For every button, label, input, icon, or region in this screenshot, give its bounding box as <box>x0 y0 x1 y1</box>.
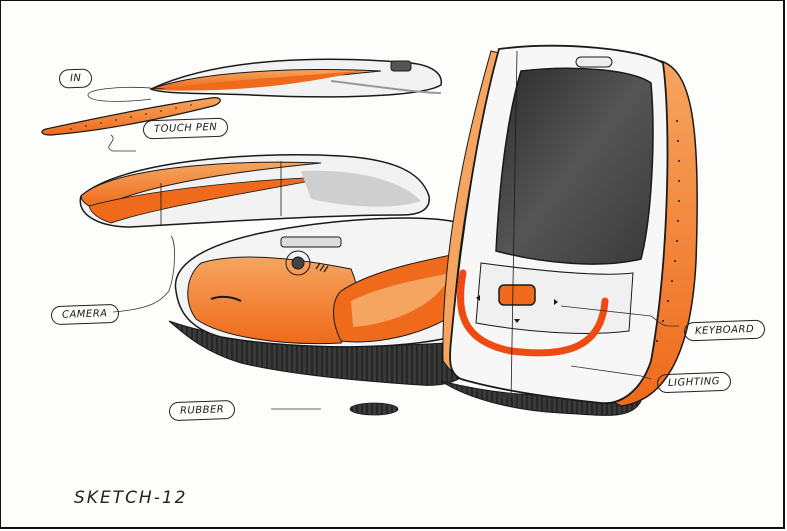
callout-in: IN <box>58 68 93 89</box>
touch-pen <box>41 97 221 136</box>
rubber-foot <box>349 402 399 416</box>
top-view-phone <box>149 58 443 98</box>
callout-camera: CAMERA <box>50 303 119 326</box>
side-view-phone <box>79 154 430 228</box>
back-view-phone <box>168 217 472 386</box>
sketch-title: SKETCH-12 <box>74 488 188 508</box>
callout-rubber: RUBBER <box>168 399 236 422</box>
front-view-phone <box>440 44 698 416</box>
center-key <box>498 284 536 306</box>
callout-lighting: LIGHTING <box>656 371 732 394</box>
callout-touch-pen: TOUCH PEN <box>142 117 229 140</box>
callout-keyboard: KEYBOARD <box>683 319 766 342</box>
lighting-strip <box>457 269 609 357</box>
